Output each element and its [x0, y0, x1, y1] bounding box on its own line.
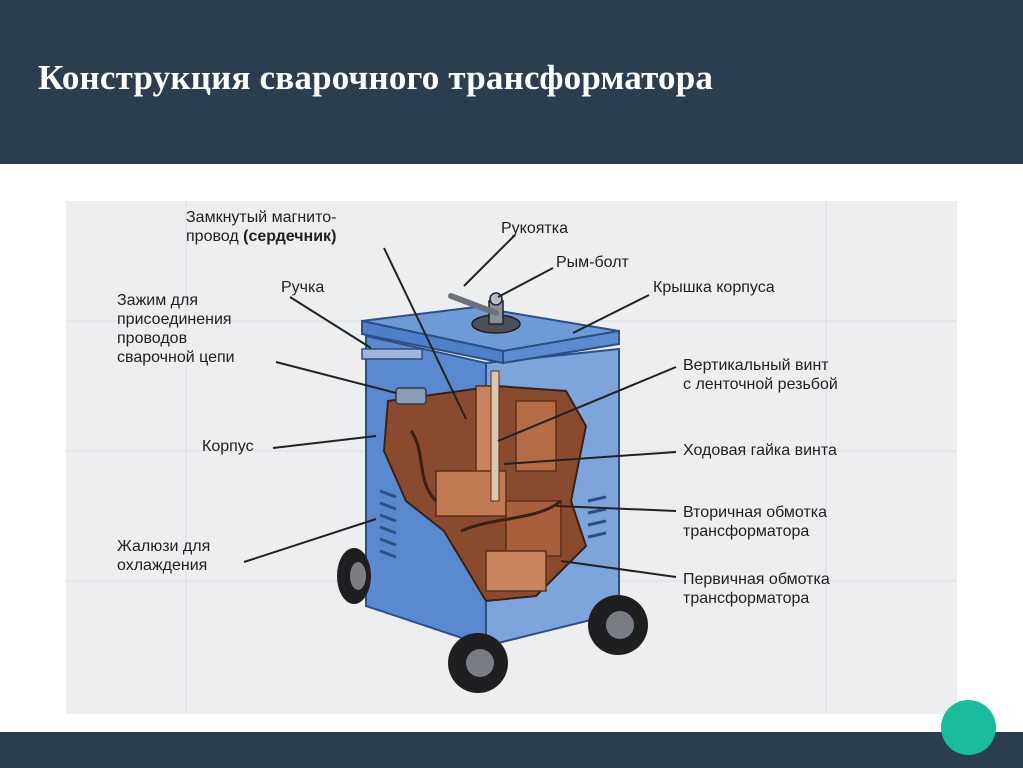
label-lid: Крышка корпуса — [653, 279, 775, 296]
label-louvers: Жалюзи для охлаждения — [117, 538, 211, 574]
slide-header: Конструкция сварочного трансформатора — [0, 0, 1023, 164]
label-core-line2: провод — [186, 228, 244, 245]
leader-lines — [243, 234, 677, 578]
label-core: Замкнутый магнито- провод (сердечник) — [186, 208, 337, 246]
label-grip: Ручка — [281, 279, 325, 296]
label-core-emphasis: (сердечник) — [243, 228, 337, 245]
wheels — [337, 548, 648, 693]
handle-assembly — [448, 292, 521, 334]
transformer-illustration — [66, 201, 957, 714]
label-eyebolt: Рым-болт — [556, 254, 629, 271]
accent-dot — [941, 700, 996, 755]
label-primary: Первичная обмотка трансформатора — [683, 571, 830, 607]
label-core-line1: Замкнутый магнито- — [186, 209, 337, 226]
label-handle: Рукоятка — [501, 220, 568, 237]
label-nut: Ходовая гайка винта — [683, 442, 837, 459]
label-secondary: Вторичная обмотка трансформатора — [683, 504, 828, 540]
transformer-diagram: Замкнутый магнито- провод (сердечник) Ру… — [66, 201, 957, 714]
cutaway-interior — [382, 370, 588, 603]
slide-footer — [0, 732, 1023, 768]
slide-title: Конструкция сварочного трансформатора — [38, 58, 714, 97]
label-clamp: Зажим для присоединения проводов сварочн… — [117, 292, 235, 366]
label-body: Корпус — [202, 438, 254, 455]
label-screw: Вертикальный винт с ленточной резьбой — [683, 357, 838, 393]
